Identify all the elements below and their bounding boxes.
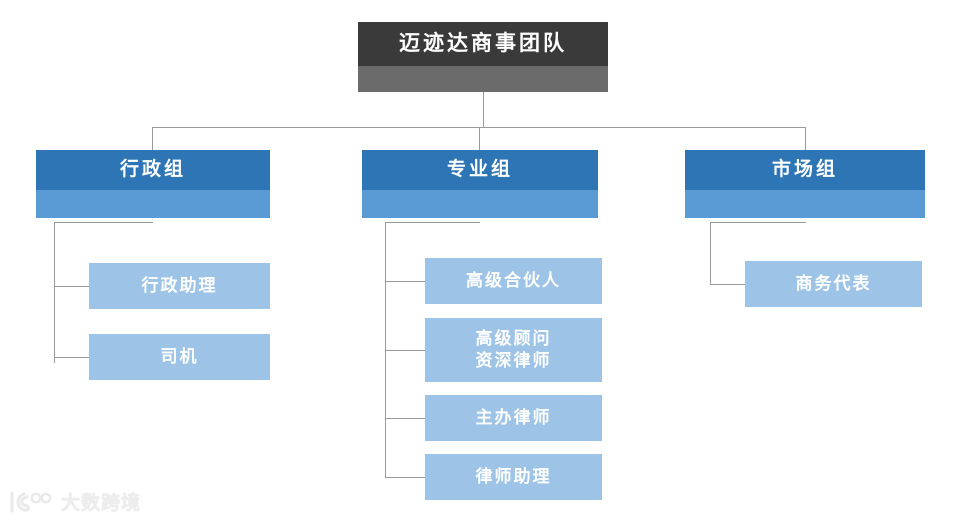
node-leaf-paralegal-label: 律师助理 xyxy=(475,466,552,486)
node-leaf-paralegal[interactable]: 律师助理 xyxy=(425,454,602,500)
node-root-body xyxy=(358,66,608,92)
node-group-professional[interactable]: 专业组 xyxy=(362,150,598,218)
node-leaf-senior-partner-label: 高级合伙人 xyxy=(466,270,561,290)
node-group-administrative-body xyxy=(36,190,270,218)
connector-branch-1-2 xyxy=(54,357,89,358)
connector-branch-2-4 xyxy=(385,477,425,478)
connector-spine-group-3 xyxy=(710,222,711,284)
connector-branch-3-1 xyxy=(710,284,745,285)
node-leaf-administrative-assistant-label: 行政助理 xyxy=(141,275,218,295)
connector-bus xyxy=(152,127,805,128)
node-leaf-senior-consultant-label: 高级顾问 资深律师 xyxy=(475,328,552,370)
connector-drop-group-2 xyxy=(479,127,480,150)
node-leaf-senior-consultant[interactable]: 高级顾问 资深律师 xyxy=(425,318,602,382)
connector-drop-group-3 xyxy=(805,127,806,150)
node-leaf-business-representative[interactable]: 商务代表 xyxy=(745,261,922,307)
node-leaf-lead-lawyer[interactable]: 主办律师 xyxy=(425,395,602,441)
connector-spine-top-group-1 xyxy=(54,222,153,223)
connector-branch-2-1 xyxy=(385,281,425,282)
connector-root-stem xyxy=(483,92,484,128)
daishu-logo-icon xyxy=(10,491,52,512)
node-root[interactable]: 迈迹达商事团队 xyxy=(358,22,608,92)
connector-spine-top-group-2 xyxy=(385,222,480,223)
watermark: 大数跨境 xyxy=(8,488,141,515)
node-leaf-lead-lawyer-label: 主办律师 xyxy=(475,407,552,427)
connector-spine-group-2 xyxy=(385,222,386,477)
node-leaf-senior-partner[interactable]: 高级合伙人 xyxy=(425,258,602,304)
node-group-administrative[interactable]: 行政组 xyxy=(36,150,270,218)
connector-drop-group-1 xyxy=(152,127,153,150)
node-group-market[interactable]: 市场组 xyxy=(685,150,925,218)
node-leaf-administrative-assistant[interactable]: 行政助理 xyxy=(89,263,270,309)
node-group-market-label: 市场组 xyxy=(685,150,925,190)
node-group-market-body xyxy=(685,190,925,218)
node-group-professional-body xyxy=(362,190,598,218)
connector-branch-1-1 xyxy=(54,286,89,287)
node-group-administrative-label: 行政组 xyxy=(36,150,270,190)
node-leaf-business-representative-label: 商务代表 xyxy=(795,273,872,293)
connector-branch-2-3 xyxy=(385,418,425,419)
connector-spine-group-1 xyxy=(54,222,55,363)
node-group-professional-label: 专业组 xyxy=(362,150,598,190)
connector-branch-2-2 xyxy=(385,350,425,351)
node-root-label: 迈迹达商事团队 xyxy=(358,22,608,66)
watermark-text: 大数跨境 xyxy=(61,493,142,514)
connector-spine-top-group-3 xyxy=(710,222,806,223)
node-leaf-driver[interactable]: 司机 xyxy=(89,334,270,380)
node-leaf-driver-label: 司机 xyxy=(160,346,199,366)
